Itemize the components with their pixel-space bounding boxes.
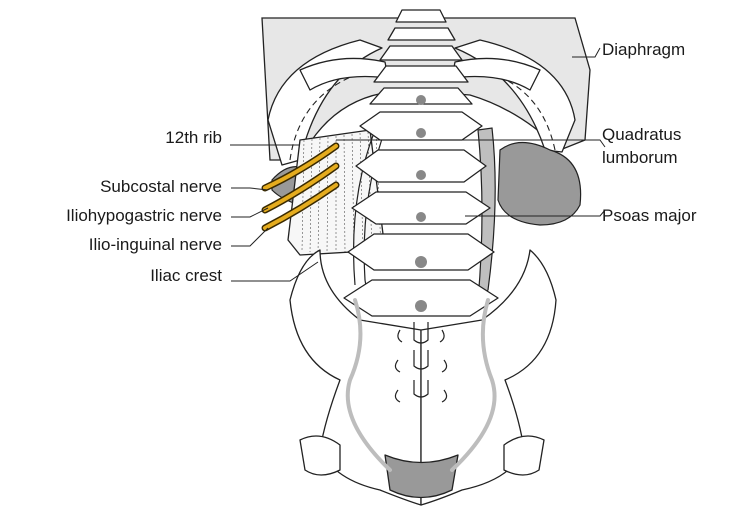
label-iliac-crest: Iliac crest: [150, 266, 222, 285]
label-diaphragm: Diaphragm: [602, 40, 685, 59]
label-quadratus-line2: lumborum: [602, 148, 678, 167]
label-12th-rib: 12th rib: [165, 128, 222, 147]
label-ilioinguinal-nerve: Ilio-inguinal nerve: [89, 235, 222, 254]
leader-ilioinguinal: [231, 228, 268, 246]
label-quadratus-line1: Quadratus: [602, 125, 681, 144]
label-psoas-major: Psoas major: [602, 206, 697, 225]
label-iliohypogastric-nerve: Iliohypogastric nerve: [66, 206, 222, 225]
label-subcostal-nerve: Subcostal nerve: [100, 177, 222, 196]
right-kidney-shade: [498, 143, 581, 226]
